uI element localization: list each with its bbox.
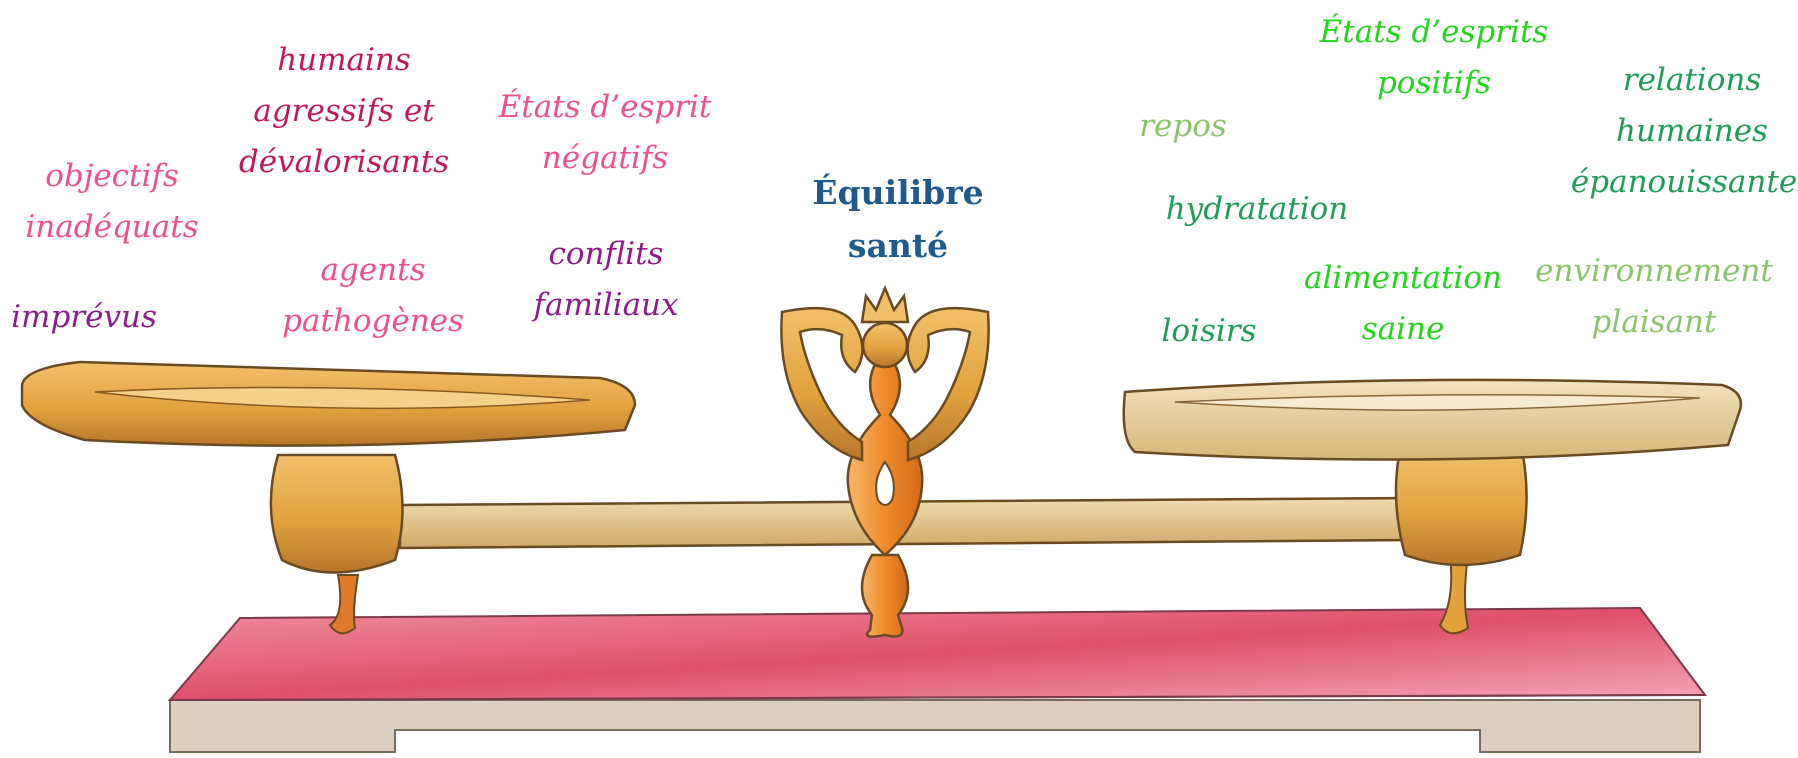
left-pan-support <box>271 455 403 633</box>
label-conflits-familiaux: conflits familiaux <box>533 229 678 331</box>
right-pan-support <box>1396 450 1527 633</box>
label-alimentation-saine: alimentation saine <box>1304 253 1502 355</box>
label-humains-agressifs: humains agressifs et dévalorisants <box>239 35 449 188</box>
label-relations-humaines: relations humaines épanouissantes <box>1571 55 1798 208</box>
label-environnement-plaisant: environnement plaisant <box>1535 246 1773 348</box>
left-pan <box>22 362 635 446</box>
diagram-title: Équilibre santé <box>812 166 983 272</box>
label-imprevus: imprévus <box>11 292 157 343</box>
title-line-2: santé <box>812 219 983 272</box>
label-etats-esprits-positifs: États d’esprits positifs <box>1320 7 1549 109</box>
label-objectifs-inadequats: objectifs inadéquats <box>25 151 198 253</box>
label-loisirs: loisirs <box>1161 306 1256 357</box>
title-line-1: Équilibre <box>812 166 983 219</box>
right-pan <box>1124 380 1741 460</box>
label-hydratation: hydratation <box>1166 184 1349 235</box>
scale-base <box>170 608 1705 752</box>
label-etats-esprit-negatifs: États d’esprit négatifs <box>499 82 712 184</box>
label-agents-pathogenes: agents pathogènes <box>282 245 464 347</box>
label-repos: repos <box>1139 101 1227 152</box>
scale-centerpiece <box>781 288 988 637</box>
